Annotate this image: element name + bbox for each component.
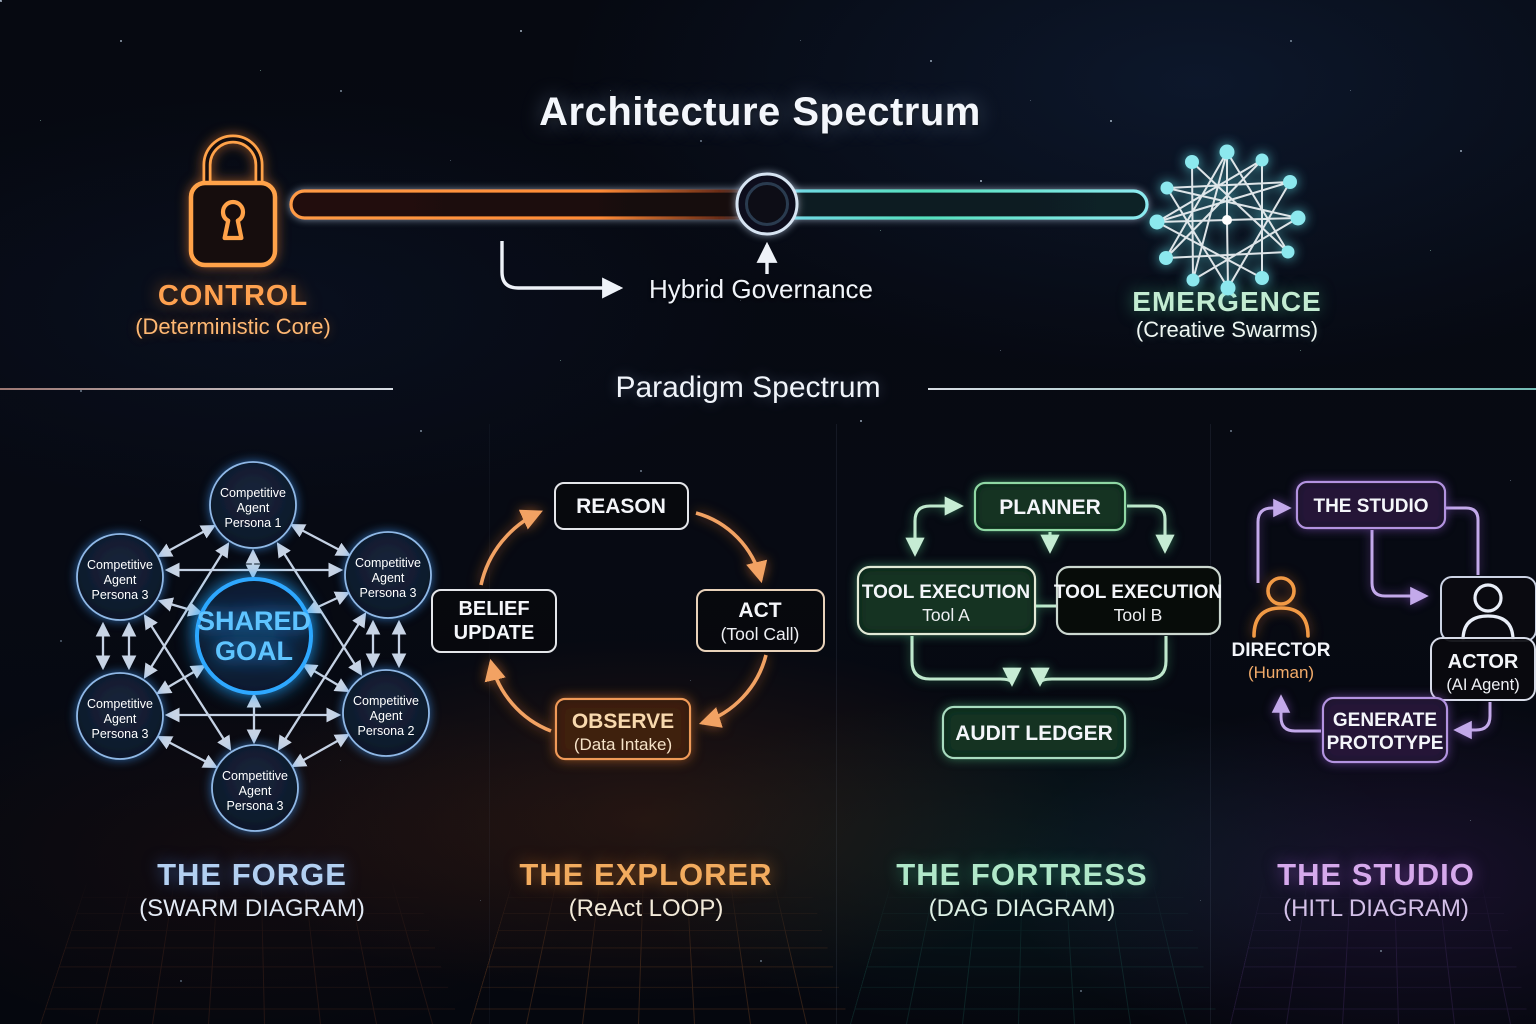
spectrum-slider-track[interactable]: [289, 189, 1149, 220]
svg-text:Agent: Agent: [104, 712, 137, 726]
column-divider-2: [836, 424, 837, 1024]
page-title: Architecture Spectrum: [539, 90, 981, 134]
starfield: [0, 0, 2, 2]
svg-text:Competitive: Competitive: [220, 486, 286, 500]
svg-text:Agent: Agent: [370, 709, 403, 723]
fortress-diagram: PLANNER TOOL EXECUTION Tool A TOOL EXECU…: [856, 481, 1222, 760]
svg-text:Competitive: Competitive: [87, 558, 153, 572]
network-icon: [1149, 144, 1306, 296]
explorer-subtitle: (ReAct LOOP): [568, 895, 724, 922]
divider-line-left: [0, 388, 393, 390]
fortress-title: THE FORTRESS: [896, 857, 1148, 892]
audit-ledger-box: [941, 705, 1127, 760]
belief-label-line1: BELIEF: [458, 598, 529, 620]
actor-label: ACTOR: [1448, 651, 1519, 673]
slider-knob[interactable]: [735, 172, 799, 236]
shared-goal-label-line1: SHARED: [197, 606, 311, 636]
agent-node-upper-left: [76, 533, 164, 621]
generate-label-line2: PROTOTYPE: [1327, 733, 1444, 754]
svg-text:Persona 3: Persona 3: [227, 799, 284, 813]
studio-title: THE STUDIO: [1277, 857, 1475, 892]
column-divider-3: [1210, 424, 1211, 1024]
svg-text:Competitive: Competitive: [355, 556, 421, 570]
forge-subtitle: (SWARM DIAGRAM): [139, 895, 365, 922]
planner-box: [973, 481, 1127, 532]
explorer-title: THE EXPLORER: [519, 857, 773, 892]
emergence-sublabel: (Creative Swarms): [1135, 317, 1319, 342]
act-box: [696, 589, 825, 652]
agent-node-lower-left: [76, 672, 164, 760]
agent-node-top: [209, 461, 297, 549]
hybrid-annotation-arrows: [500, 241, 778, 299]
actor-person-icon: [1461, 583, 1515, 642]
actor-sublabel: (AI Agent): [1446, 676, 1519, 694]
director-sublabel: (Human): [1248, 663, 1314, 682]
column-divider-1: [489, 424, 490, 1024]
generate-label-line1: GENERATE: [1333, 710, 1437, 731]
belief-update-box: [431, 589, 557, 653]
planner-label: PLANNER: [999, 496, 1101, 519]
studio-subtitle: (HITL DIAGRAM): [1283, 895, 1469, 922]
observe-label: OBSERVE: [572, 710, 674, 733]
svg-text:Competitive: Competitive: [222, 769, 288, 783]
svg-text:Agent: Agent: [237, 501, 270, 515]
swarm-mesh-arrows: [95, 523, 407, 769]
act-label: ACT: [738, 599, 781, 622]
paradigm-spectrum-title: Paradigm Spectrum: [615, 371, 881, 404]
fortress-subtitle: (DAG DIAGRAM): [928, 895, 1116, 922]
forge-title: THE FORGE: [157, 857, 347, 892]
actor-box: [1430, 637, 1536, 701]
reason-box: [554, 482, 689, 530]
svg-text:Persona 2: Persona 2: [358, 724, 415, 738]
dag-arrows: [905, 496, 1175, 687]
starfield-2: [0, 0, 1, 1]
lock-icon: [188, 134, 278, 268]
director-label: DIRECTOR: [1232, 640, 1331, 661]
svg-text:Agent: Agent: [104, 573, 137, 587]
shared-goal-node: [195, 577, 313, 695]
control-label: CONTROL: [157, 280, 309, 312]
svg-text:Agent: Agent: [239, 784, 272, 798]
agent-node-lower-right: [342, 669, 430, 757]
explorer-diagram: REASON ACT (Tool Call) OBSERVE (Data Int…: [431, 482, 825, 761]
the-studio-box: [1295, 480, 1447, 530]
svg-text:Competitive: Competitive: [87, 697, 153, 711]
generate-prototype-box: [1321, 696, 1449, 764]
svg-text:Agent: Agent: [372, 571, 405, 585]
tool-execution-a-box: [856, 565, 1037, 636]
agent-node-bottom: [211, 744, 299, 832]
slider-knob-inner: [745, 182, 789, 226]
svg-text:Competitive: Competitive: [353, 694, 419, 708]
hybrid-governance-label: Hybrid Governance: [649, 274, 873, 304]
hitl-arrows: [1256, 498, 1492, 740]
svg-text:Persona 3: Persona 3: [92, 588, 149, 602]
agent-node-upper-right: [344, 531, 432, 619]
tool-execution-b-box: [1055, 565, 1222, 636]
tool-b-sublabel: Tool B: [1114, 605, 1163, 625]
divider-line-right: [928, 388, 1536, 390]
reason-label: REASON: [576, 495, 666, 518]
svg-text:Persona 1: Persona 1: [225, 516, 282, 530]
tool-b-label: TOOL EXECUTION: [1054, 582, 1222, 603]
svg-text:Persona 3: Persona 3: [360, 586, 417, 600]
shared-goal-label-line2: GOAL: [215, 636, 293, 666]
studio-diagram: THE STUDIO DIRECTOR (Human) ACTOR (AI Ag…: [1232, 480, 1536, 764]
belief-label-line2: UPDATE: [454, 622, 535, 644]
observe-box: [554, 697, 692, 761]
audit-ledger-label: AUDIT LEDGER: [955, 722, 1113, 745]
control-sublabel: (Deterministic Core): [135, 314, 331, 339]
react-loop-arrows: [479, 509, 768, 733]
tool-a-sublabel: Tool A: [922, 605, 970, 625]
svg-text:Persona 3: Persona 3: [92, 727, 149, 741]
act-sublabel: (Tool Call): [721, 624, 800, 644]
keyhole: [220, 199, 246, 241]
observe-sublabel: (Data Intake): [574, 735, 672, 754]
the-studio-box-label: THE STUDIO: [1313, 496, 1428, 517]
director-person-icon: [1252, 576, 1310, 638]
tool-a-label: TOOL EXECUTION: [862, 582, 1030, 603]
